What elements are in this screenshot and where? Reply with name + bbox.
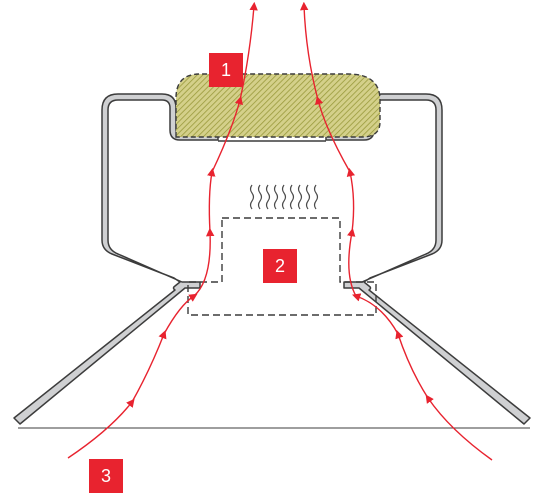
- airflow-arrow-icon: [425, 394, 493, 461]
- airflow-left: [67, 1, 258, 459]
- label-1: 1: [220, 59, 231, 80]
- airflow-right: [299, 1, 493, 461]
- heat-waves-icon: [249, 184, 319, 210]
- airflow-arrow-icon: [347, 227, 357, 297]
- airflow-arrow-icon: [67, 398, 135, 459]
- label-3: 3: [100, 465, 111, 486]
- label-2: 2: [274, 255, 285, 276]
- airflow-arrow-icon: [315, 95, 351, 173]
- airflow-arrow-icon: [352, 293, 399, 335]
- airflow-arrow-icon: [299, 1, 319, 101]
- housing-right: [325, 93, 531, 425]
- badge-1-bg: [209, 53, 243, 87]
- airflow-arrow-icon: [163, 293, 198, 335]
- airflow-arrow-icon: [346, 167, 355, 233]
- badge-2-bg: [263, 249, 297, 283]
- badge-3-bg: [89, 459, 123, 493]
- airflow-arrow-icon: [207, 167, 216, 233]
- airflow-arrow-icon: [395, 330, 429, 399]
- airflow-arrow-icon: [193, 227, 215, 297]
- airflow-arrow-icon: [131, 330, 167, 403]
- housing-left: [13, 93, 219, 425]
- airflow-arrow-icon: [239, 1, 258, 101]
- airflow-arrow-icon: [211, 95, 243, 173]
- filter-pad: [175, 73, 381, 138]
